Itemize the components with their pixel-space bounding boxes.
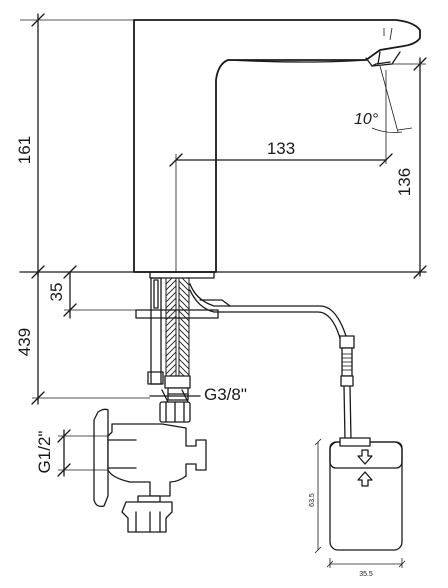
deck-plate: [19, 271, 427, 319]
dimension-box-height: 63.5: [309, 438, 322, 554]
dimension-reach: 133: [169, 70, 393, 272]
mounting-hardware: [147, 277, 191, 401]
dimension-box-width: 35.5: [326, 558, 406, 578]
dimension-angle: 10°: [354, 65, 413, 133]
dimension-thread-top: G3/8": [149, 385, 247, 404]
sensor-cable: [189, 283, 355, 441]
angle-label: 10°: [354, 111, 379, 128]
reach-label: 133: [267, 139, 295, 158]
thread-top-label: G3/8": [204, 385, 247, 404]
total-height-label: 161: [15, 136, 34, 164]
thread-side-label: G1/2": [35, 431, 54, 474]
faucet-body: [133, 19, 421, 273]
deck-thickness-label: 35: [47, 283, 66, 302]
mixing-valve: [93, 401, 207, 533]
dimension-thread-side: G1/2": [35, 429, 108, 477]
dimension-hose-length: 439: [15, 271, 150, 405]
dimension-total-height: 161: [15, 13, 134, 279]
dimension-spout-height: 136: [388, 57, 427, 279]
spout-height-label: 136: [395, 168, 414, 196]
hose-length-label: 439: [15, 328, 34, 356]
control-box: [329, 437, 403, 551]
dimension-deck-thickness: 35: [47, 265, 136, 319]
box-width-label: 35.5: [359, 571, 373, 578]
box-height-label: 63.5: [309, 493, 316, 507]
